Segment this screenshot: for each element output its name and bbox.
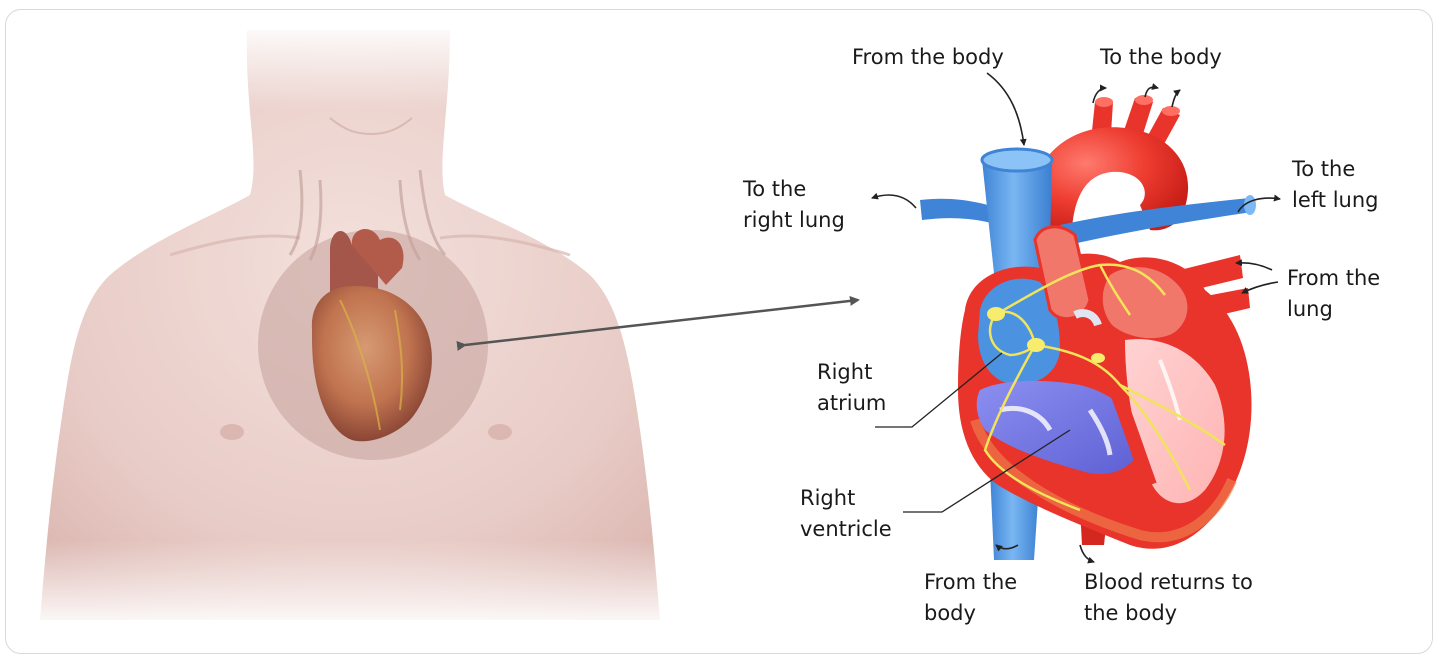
label-from-the-body-top: From the body — [852, 42, 1004, 73]
label-line: From the — [924, 567, 1017, 598]
label-line: To the — [743, 174, 806, 205]
label-line: atrium — [817, 388, 886, 419]
label-line: lung — [1287, 294, 1333, 325]
heart-anatomy-illustration — [920, 95, 1256, 560]
label-line: the body — [1084, 598, 1177, 629]
label-line: Right — [800, 483, 855, 514]
label-to-the-body-top: To the body — [1100, 42, 1222, 73]
label-line: right lung — [743, 205, 845, 236]
label-line: To the — [1292, 154, 1355, 185]
label-line: body — [924, 598, 976, 629]
label-line: ventricle — [800, 514, 892, 545]
label-line: left lung — [1292, 185, 1378, 216]
label-line: From the — [1287, 263, 1380, 294]
label-line: Blood returns to — [1084, 567, 1253, 598]
label-line: Right — [817, 357, 872, 388]
